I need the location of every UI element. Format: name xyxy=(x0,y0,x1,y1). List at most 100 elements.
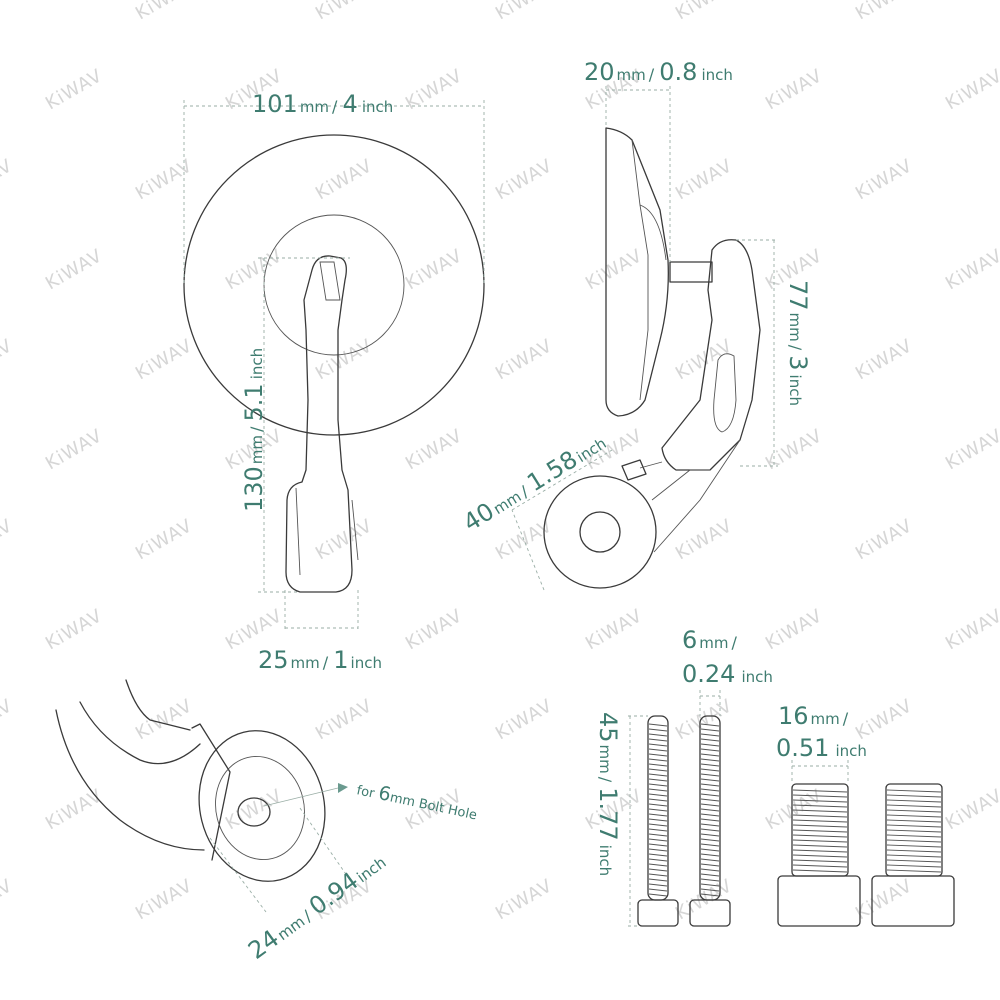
thread-line xyxy=(648,868,668,872)
thread-line xyxy=(700,803,720,807)
thread-line xyxy=(648,798,668,802)
height-77-mm-unit: mm xyxy=(786,313,804,342)
thread-line xyxy=(648,813,668,817)
bolt-short-1 xyxy=(777,783,861,927)
thread-line xyxy=(886,869,942,873)
watermark-text: KiWAV xyxy=(942,425,1000,474)
bolt-long-2 xyxy=(689,715,731,927)
width-101-inch-value: 4 xyxy=(343,90,358,118)
label-height-130: 130mm/ 5.1inch xyxy=(240,348,268,512)
bolt-hole-value: 6 xyxy=(376,782,392,806)
watermark-text: KiWAV xyxy=(492,0,556,24)
thread-line xyxy=(648,773,668,777)
clamp-link-bottom xyxy=(653,439,741,553)
thread-line xyxy=(700,798,720,802)
thread-line xyxy=(648,873,668,877)
thread-line xyxy=(792,839,848,843)
detail-end-cap xyxy=(198,730,326,882)
thread-line xyxy=(700,863,720,867)
thread-line xyxy=(886,824,942,828)
arm-slot-edge xyxy=(351,499,359,561)
thread-line xyxy=(886,799,942,803)
thread-line xyxy=(700,853,720,857)
front-view xyxy=(183,100,485,632)
watermark-text: KiWAV xyxy=(942,785,1000,834)
base-25-mm-unit: mm xyxy=(291,654,320,672)
watermark-text: KiWAV xyxy=(312,695,376,744)
watermark-text: KiWAV xyxy=(672,515,736,564)
watermark-text: KiWAV xyxy=(312,155,376,204)
bolt-6-inch-value: 0.24 xyxy=(682,660,735,688)
bolt-1-shank xyxy=(647,715,669,901)
bolt-6-inch-unit: inch xyxy=(741,668,772,686)
thread-line xyxy=(886,844,942,848)
mirror-center-ring xyxy=(263,214,405,356)
bolt-short-2 xyxy=(871,783,955,927)
thread-line xyxy=(648,883,668,887)
thread-line xyxy=(792,794,848,798)
thread-line xyxy=(792,804,848,808)
arm-tip-highlight xyxy=(319,261,341,301)
height-130-inch-unit: inch xyxy=(248,348,266,379)
watermark-text: KiWAV xyxy=(312,515,376,564)
watermark-text: KiWAV xyxy=(582,605,646,654)
thread-line xyxy=(700,763,720,767)
thread-line xyxy=(648,893,668,897)
thread-line xyxy=(792,789,848,793)
thread-line xyxy=(648,743,668,747)
bolt-6-separator: / xyxy=(732,633,738,652)
thread-line xyxy=(792,824,848,828)
depth-20-mm-value: 20 xyxy=(584,58,615,86)
thread-line xyxy=(648,738,668,742)
height-77-inch-unit: inch xyxy=(786,375,804,406)
watermark-text: KiWAV xyxy=(672,0,736,24)
thread-line xyxy=(700,728,720,732)
thread-line xyxy=(648,833,668,837)
thread-line xyxy=(700,893,720,897)
thread-line xyxy=(648,863,668,867)
base-25-separator: / xyxy=(323,653,333,672)
bolt-1-threads xyxy=(648,723,668,897)
thread-line xyxy=(886,829,942,833)
arm-cutout xyxy=(713,353,737,433)
thread-line xyxy=(700,748,720,752)
watermark-text: KiWAV xyxy=(672,155,736,204)
watermark-text: KiWAV xyxy=(132,0,196,24)
watermark-text: KiWAV xyxy=(42,605,106,654)
side-arm xyxy=(661,239,761,471)
watermark-text: KiWAV xyxy=(132,335,196,384)
bolt-long-1 xyxy=(637,715,679,927)
thread-line xyxy=(700,773,720,777)
base-25-inch-value: 1 xyxy=(333,646,348,674)
thread-line xyxy=(792,864,848,868)
clamp-40-inch-value: 1.58 xyxy=(522,445,582,497)
thread-line xyxy=(886,819,942,823)
detail-outer-curve xyxy=(55,709,205,851)
height-130-inch-value: 5.1 xyxy=(240,383,268,421)
thread-line xyxy=(648,723,668,727)
watermark-text: KiWAV xyxy=(402,425,466,474)
watermark-text: KiWAV xyxy=(852,335,916,384)
arm-base-edge xyxy=(295,487,301,576)
watermark-text: KiWAV xyxy=(132,875,196,924)
thread-line xyxy=(700,743,720,747)
watermark-text: KiWAV xyxy=(852,155,916,204)
nut-16-inch-value: 0.51 xyxy=(776,734,829,762)
mirror-face-outline xyxy=(183,134,485,436)
detail-arm-edge xyxy=(191,723,231,861)
watermark-text: KiWAV xyxy=(762,65,826,114)
thread-line xyxy=(700,878,720,882)
watermark-text: KiWAV xyxy=(942,605,1000,654)
watermark-layer: KiWAV KiWAV KiWAV KiWAV KiWAV KiWAV KiWAV KiWAV… xyxy=(0,0,1000,924)
bolt-45-inch-value: 1.77 xyxy=(594,787,622,840)
thread-line xyxy=(648,783,668,787)
thread-line xyxy=(792,844,848,848)
label-end-24: 24mm/ 0.94inch xyxy=(243,847,391,965)
height-77-mm-value: 77 xyxy=(784,280,812,311)
watermark-text: KiWAV xyxy=(762,425,826,474)
clamp-ring-outer xyxy=(543,475,657,589)
dim-line-40 xyxy=(511,449,613,511)
thread-line xyxy=(886,809,942,813)
